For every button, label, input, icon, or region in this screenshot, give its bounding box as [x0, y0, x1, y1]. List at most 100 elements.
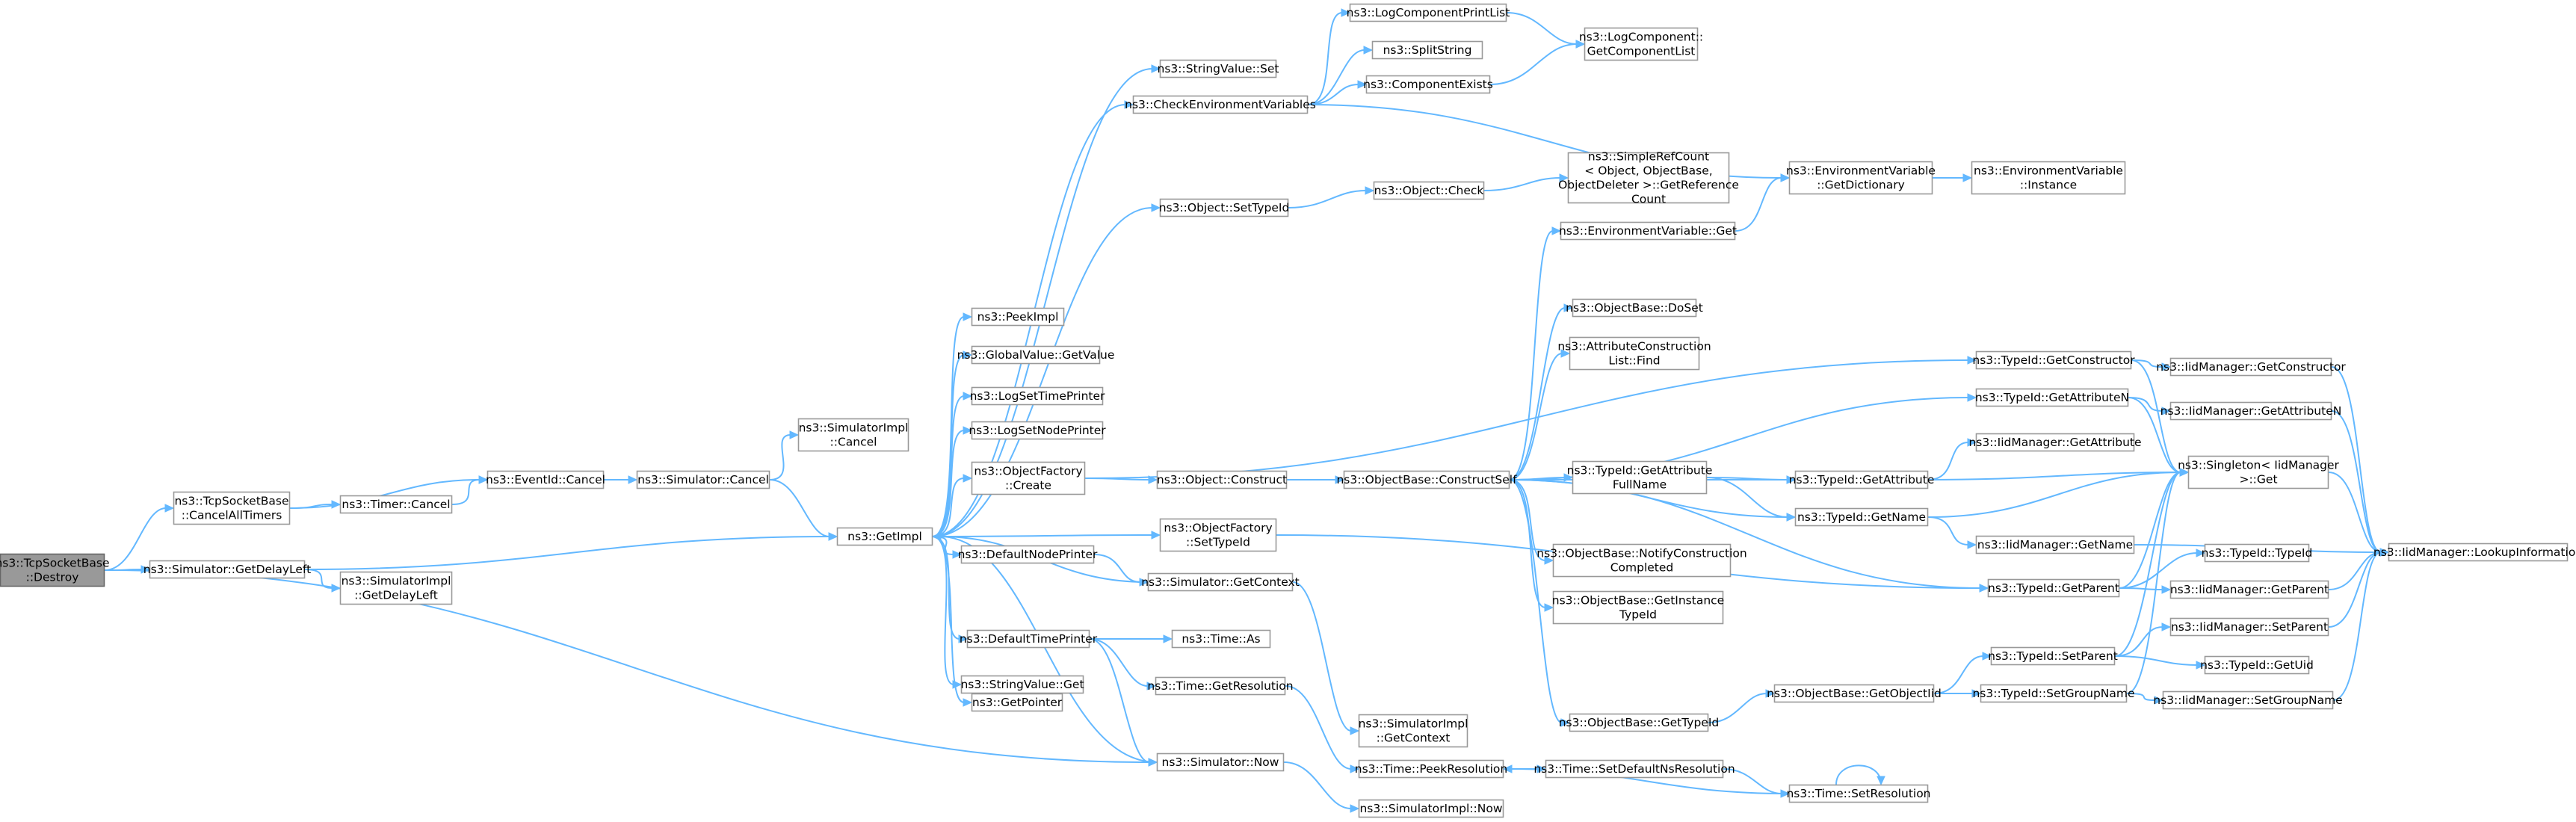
node-typeIdGetUid[interactable]: ns3::TypeId::GetUid	[2200, 655, 2314, 675]
node-label: >::Get	[2239, 473, 2277, 486]
node-getImpl[interactable]: ns3::GetImpl	[836, 527, 933, 546]
node-defaultTimePrinter[interactable]: ns3::DefaultTimePrinter	[960, 629, 1098, 649]
node-objectFactorySetTypeId[interactable]: ns3::ObjectFactory::SetTypeId	[1159, 518, 1277, 552]
node-label: ns3::SplitString	[1383, 43, 1472, 57]
edge-defaultTimePrinter-to-simNow	[1089, 638, 1158, 767]
arrowhead	[1350, 726, 1360, 735]
node-timeSetResolution[interactable]: ns3::Time::SetResolution	[1786, 784, 1931, 803]
node-simGetContext[interactable]: ns3::Simulator::GetContext	[1141, 572, 1300, 592]
node-typeIdGetConstructor[interactable]: ns3::TypeId::GetConstructor	[1972, 350, 2135, 370]
node-objectBaseGetTypeId[interactable]: ns3::ObjectBase::GetTypeId	[1559, 713, 1720, 732]
node-label: ns3::ObjectBase::ConstructSelf	[1336, 473, 1517, 486]
node-typeIdGetName[interactable]: ns3::TypeId::GetName	[1794, 507, 1929, 527]
node-stringValueSet[interactable]: ns3::StringValue::Set	[1158, 59, 1279, 78]
arrowhead	[1151, 64, 1161, 73]
node-iidGetAttributeN[interactable]: ns3::IidManager::GetAttributeN	[2160, 401, 2342, 421]
node-getDelayLeft[interactable]: ns3::Simulator::GetDelayLeft	[143, 560, 311, 579]
node-label: ns3::ObjectFactory	[1164, 522, 1272, 535]
edge-destroy-to-simNow	[104, 569, 1158, 767]
node-globalValueGetValue[interactable]: ns3::GlobalValue::GetValue	[957, 345, 1115, 365]
arrowhead	[2161, 407, 2172, 415]
edge-objectBaseConstructSelf-to-objectBaseGetTypeId	[1509, 479, 1571, 727]
node-objectFactoryCreate[interactable]: ns3::ObjectFactory::Create	[971, 461, 1086, 495]
node-envVarGet[interactable]: ns3::EnvironmentVariable::Get	[1559, 221, 1737, 241]
node-objectSetTypeId[interactable]: ns3::Object::SetTypeId	[1159, 198, 1290, 217]
node-iidGetAttribute[interactable]: ns3::IidManager::GetAttribute	[1968, 433, 2142, 452]
node-simImplGetContext[interactable]: ns3::SimulatorImpl::GetContext	[1359, 714, 1468, 748]
node-eventIdCancel[interactable]: ns3::EventId::Cancel	[486, 470, 605, 489]
node-objectCheck[interactable]: ns3::Object::Check	[1373, 181, 1485, 200]
node-envVarGetDictionary[interactable]: ns3::EnvironmentVariable::GetDictionary	[1786, 161, 1936, 195]
node-checkEnvVars[interactable]: ns3::CheckEnvironmentVariables	[1125, 95, 1316, 114]
node-box	[971, 345, 1101, 365]
node-defaultNodePrinter[interactable]: ns3::DefaultNodePrinter	[958, 545, 1098, 564]
node-label: ns3::Singleton< IidManager	[2178, 459, 2339, 472]
node-iidGetConstructor[interactable]: ns3::IidManager::GetConstructor	[2156, 357, 2346, 377]
node-simImplCancel[interactable]: ns3::SimulatorImpl::Cancel	[797, 418, 909, 452]
edge-typeIdSetParent-to-iidSetParent	[2114, 622, 2172, 657]
node-timeGetResolution[interactable]: ns3::Time::GetResolution	[1147, 676, 1294, 696]
node-simImplGetDelayLeft[interactable]: ns3::SimulatorImpl::GetDelayLeft	[339, 571, 453, 605]
node-iidLookupInformation[interactable]: ns3::IidManager::LookupInformation	[2373, 543, 2576, 562]
node-label: ns3::Simulator::GetContext	[1141, 575, 1300, 589]
node-box	[1159, 518, 1277, 552]
node-simpleRefCountGetReferenceCount[interactable]: ns3::SimpleRefCount< Object, ObjectBase,…	[1558, 150, 1739, 206]
node-box	[2169, 617, 2329, 637]
node-box	[1567, 152, 1730, 204]
node-timerCancel[interactable]: ns3::Timer::Cancel	[339, 495, 453, 514]
node-logSetTimePrinter[interactable]: ns3::LogSetTimePrinter	[970, 386, 1105, 406]
edge-line	[1509, 479, 1563, 723]
node-timeAs[interactable]: ns3::Time::As	[1171, 629, 1271, 649]
node-box	[971, 421, 1104, 440]
arrowhead	[1551, 226, 1562, 235]
edge-line	[1292, 581, 1352, 732]
node-iidSetGroupName[interactable]: ns3::IidManager::SetGroupName	[2153, 690, 2343, 710]
node-iidSetParent[interactable]: ns3::IidManager::SetParent	[2169, 617, 2329, 637]
node-peekImpl[interactable]: ns3::PeekImpl	[971, 307, 1065, 327]
arrowhead	[958, 634, 969, 643]
node-objectBaseNotifyConstructionCompleted[interactable]: ns3::ObjectBase::NotifyConstructionCompl…	[1536, 543, 1747, 578]
node-label: ns3::StringValue::Get	[960, 678, 1084, 691]
node-singletonGet[interactable]: ns3::Singleton< IidManager>::Get	[2178, 455, 2340, 489]
node-timeSetDefaultNsResolution[interactable]: ns3::Time::SetDefaultNsResolution	[1533, 759, 1735, 779]
node-getPointer[interactable]: ns3::GetPointer	[971, 693, 1063, 712]
node-typeIdSetParent[interactable]: ns3::TypeId::SetParent	[1988, 646, 2118, 666]
node-simImplNow[interactable]: ns3::SimulatorImpl::Now	[1358, 799, 1504, 818]
node-box	[2169, 580, 2329, 599]
node-typeIdTypeId[interactable]: ns3::TypeId::TypeId	[2202, 543, 2313, 563]
edge-line	[1933, 655, 1984, 694]
node-envVarInstance[interactable]: ns3::EnvironmentVariable::Instance	[1971, 161, 2126, 195]
node-componentExists[interactable]: ns3::ComponentExists	[1363, 75, 1493, 94]
node-iidGetParent[interactable]: ns3::IidManager::GetParent	[2169, 580, 2329, 599]
node-box	[1975, 388, 2129, 407]
node-objectConstruct[interactable]: ns3::Object::Construct	[1156, 470, 1288, 489]
node-splitString[interactable]: ns3::SplitString	[1371, 40, 1483, 60]
node-typeIdSetGroupName[interactable]: ns3::TypeId::SetGroupName	[1972, 684, 2135, 703]
node-simNow[interactable]: ns3::Simulator::Now	[1156, 753, 1285, 772]
node-logComponentPrintList[interactable]: ns3::LogComponentPrintList	[1347, 3, 1510, 22]
node-box	[1572, 460, 1708, 495]
node-objectBaseGetObjectIid[interactable]: ns3::ObjectBase::GetObjectIid	[1767, 684, 1942, 703]
node-simCancel[interactable]: ns3::Simulator::Cancel	[636, 470, 770, 489]
node-stringValueGet[interactable]: ns3::StringValue::Get	[960, 675, 1084, 694]
node-cancelAllTimers[interactable]: ns3::TcpSocketBase::CancelAllTimers	[173, 491, 291, 525]
node-objectBaseDoSet[interactable]: ns3::ObjectBase::DoSet	[1566, 298, 1703, 318]
node-timePeekResolution[interactable]: ns3::Time::PeekResolution	[1355, 759, 1507, 779]
node-box	[339, 495, 453, 514]
node-logComponentGetComponentList[interactable]: ns3::LogComponent::GetComponentList	[1579, 27, 1703, 61]
edge-line	[932, 395, 965, 537]
node-iidGetName[interactable]: ns3::IidManager::GetName	[1975, 535, 2135, 554]
arrowhead	[1335, 475, 1345, 484]
edge-line	[2119, 552, 2198, 589]
node-typeIdGetAttribute[interactable]: ns3::TypeId::GetAttribute	[1789, 470, 1935, 489]
node-destroy[interactable]: ns3::TcpSocketBase::Destroy	[0, 553, 110, 587]
node-logSetNodePrinter[interactable]: ns3::LogSetNodePrinter	[969, 421, 1106, 440]
node-label: GetComponentList	[1587, 45, 1696, 58]
node-objectBaseConstructSelf[interactable]: ns3::ObjectBase::ConstructSelf	[1336, 470, 1517, 489]
node-typeIdGetParent[interactable]: ns3::TypeId::GetParent	[1987, 578, 2120, 598]
edge-iidSetGroupName-to-iidLookupInformation	[2332, 548, 2390, 701]
node-typeIdGetAttributeN[interactable]: ns3::TypeId::GetAttributeN	[1975, 388, 2129, 407]
